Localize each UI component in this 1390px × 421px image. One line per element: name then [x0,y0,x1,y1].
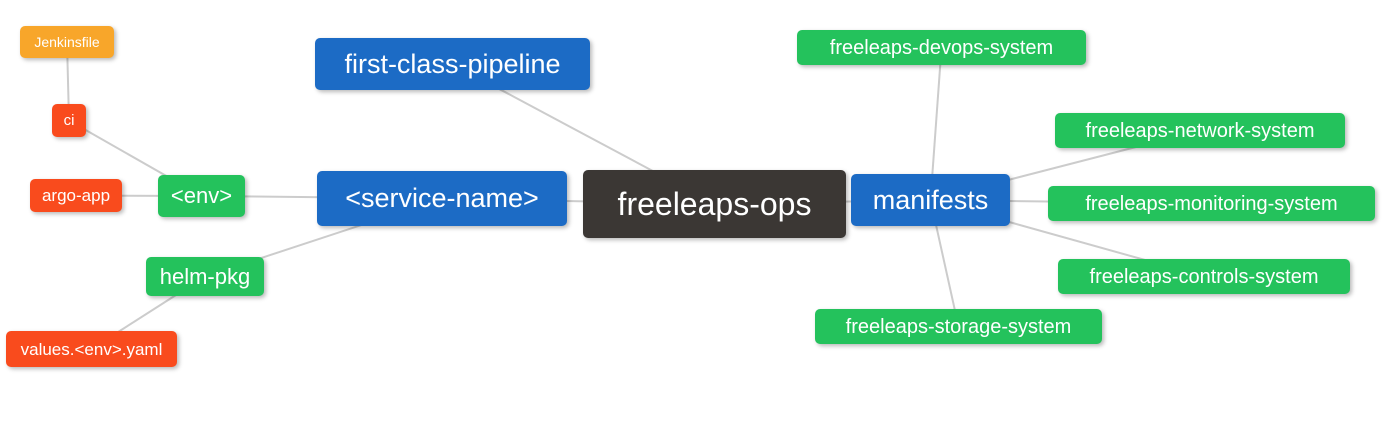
node-freeleaps-devops-system[interactable]: freeleaps-devops-system [797,30,1086,65]
node-jenkinsfile[interactable]: Jenkinsfile [20,26,114,58]
node-service-name[interactable]: <service-name> [317,171,567,226]
node-values-env-yaml[interactable]: values.<env>.yaml [6,331,177,367]
node-argo-app[interactable]: argo-app [30,179,122,212]
node-manifests[interactable]: manifests [851,174,1010,226]
node-freeleaps-storage-system[interactable]: freeleaps-storage-system [815,309,1102,344]
node-freeleaps-controls-system[interactable]: freeleaps-controls-system [1058,259,1350,294]
node-env[interactable]: <env> [158,175,245,217]
node-freeleaps-monitoring-system[interactable]: freeleaps-monitoring-system [1048,186,1375,221]
node-helm-pkg[interactable]: helm-pkg [146,257,264,296]
node-ci[interactable]: ci [52,104,86,137]
node-freeleaps-ops[interactable]: freeleaps-ops [583,170,846,238]
node-freeleaps-network-system[interactable]: freeleaps-network-system [1055,113,1345,148]
node-first-class-pipeline[interactable]: first-class-pipeline [315,38,590,90]
